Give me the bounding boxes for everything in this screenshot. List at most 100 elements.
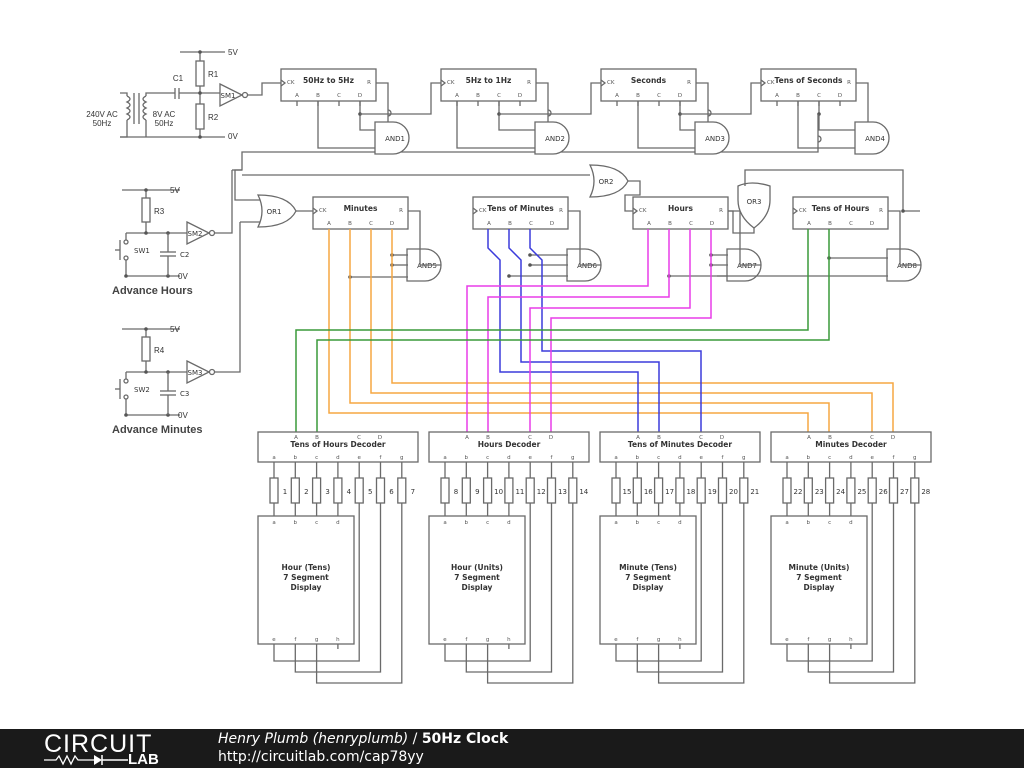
display-pin-label: b xyxy=(465,520,469,526)
decoder-output-label: g xyxy=(571,455,575,461)
circuitlab-logo[interactable]: CIRCUIT LAB xyxy=(44,731,179,767)
pin-r-label: R xyxy=(559,208,563,214)
junction-dot xyxy=(198,91,202,95)
circuit-url-link[interactable]: http://circuitlab.com/cap78yy xyxy=(218,749,424,765)
pin-a-label: A xyxy=(615,93,619,99)
pin-b-label: B xyxy=(636,93,640,99)
wire-crossover xyxy=(547,109,552,117)
schmitt-sm1-label: SM1 xyxy=(221,92,236,100)
author-link[interactable]: Henry Plumb (henryplumb) xyxy=(218,731,409,747)
decoder-output-label: a xyxy=(443,455,446,461)
pin-c-label: C xyxy=(689,221,693,227)
hours-bus-line-b xyxy=(487,229,670,432)
capacitor-label: C2 xyxy=(180,251,189,259)
decoder-output-label: e xyxy=(529,455,533,461)
minutes-bus-line-b xyxy=(349,229,830,432)
display-pin-label: a xyxy=(443,520,446,526)
segment-resistor-label: 15 xyxy=(623,488,632,496)
display-pin-label: e xyxy=(785,637,789,643)
segment-resistor xyxy=(867,477,877,504)
wire xyxy=(125,399,180,416)
hours-bus-line-d xyxy=(550,229,712,432)
pin-c-label: C xyxy=(529,221,533,227)
segment-resistor-label: 20 xyxy=(729,488,738,496)
counter-body xyxy=(792,196,889,230)
display-pin-label: g xyxy=(828,637,832,643)
decoder-body xyxy=(428,431,590,463)
decoder-output-label: g xyxy=(400,455,404,461)
resistor-r2 xyxy=(195,103,205,130)
carry-to-minutes-wire xyxy=(234,114,819,201)
inverter-bubble xyxy=(208,229,216,237)
segment-resistor-label: 12 xyxy=(537,488,546,496)
junction-dot xyxy=(144,231,148,235)
and-input-wire xyxy=(359,101,375,131)
segment-resistor xyxy=(461,477,471,504)
counter-title: Tens of Minutes xyxy=(487,204,554,213)
decoder-output-label: c xyxy=(828,455,831,461)
pin-b-label: B xyxy=(508,221,512,227)
capacitor-c1-label: C1 xyxy=(173,74,184,83)
pin-d-label: D xyxy=(358,93,362,99)
segment-return-wire xyxy=(465,503,553,673)
resistor-label: R3 xyxy=(154,207,165,216)
pin-r-label: R xyxy=(847,80,851,86)
display-pin-label: h xyxy=(507,637,511,643)
segment-resistor xyxy=(611,477,621,504)
segment-resistor xyxy=(632,477,642,504)
circuit-title[interactable]: 50Hz Clock xyxy=(421,731,509,747)
decoder-output-label: b xyxy=(294,455,298,461)
display-label-line: Display xyxy=(291,583,322,592)
and-gate-and2 xyxy=(534,121,570,155)
pin-a-label: A xyxy=(647,221,651,227)
pin-b-label: B xyxy=(668,221,672,227)
pin-r-label: R xyxy=(719,208,723,214)
transformer-secondary-freq: 50Hz xyxy=(155,119,174,128)
or-gate-label: OR1 xyxy=(267,208,282,216)
and-gate-and1 xyxy=(374,121,410,155)
pin-r-label: R xyxy=(399,208,403,214)
and-gate-label: AND1 xyxy=(385,135,405,143)
wire-crossover xyxy=(707,109,712,117)
segment-resistor-label: 27 xyxy=(900,488,909,496)
decoder-output-label: b xyxy=(636,455,640,461)
junction-dot xyxy=(124,413,128,417)
decoder-input-label: A xyxy=(294,435,298,441)
decoder-input-label: C xyxy=(870,435,874,441)
and-input-wire xyxy=(818,101,855,131)
pullup-resistor xyxy=(141,336,151,362)
capacitor-label: C3 xyxy=(180,390,189,398)
pin-r-label: R xyxy=(367,80,371,86)
pin-d-label: D xyxy=(390,221,394,227)
segment-resistor xyxy=(888,477,899,504)
pin-a-label: A xyxy=(487,221,491,227)
display-pin-label: a xyxy=(272,520,275,526)
junction-dot xyxy=(198,50,202,54)
display-pin-label: b xyxy=(636,520,640,526)
pin-d-label: D xyxy=(710,221,714,227)
decoder-output-label: b xyxy=(807,455,811,461)
segment-resistor-label: 23 xyxy=(815,488,824,496)
decoder-input-label: B xyxy=(657,435,661,441)
decoder-body xyxy=(770,431,932,463)
pin-b-label: B xyxy=(828,221,832,227)
decoder-output-label: f xyxy=(551,455,554,461)
rail-5v-label: 5V xyxy=(170,325,180,334)
and-input-wire xyxy=(498,101,535,131)
segment-resistor-label: 3 xyxy=(325,488,329,496)
clock-input-marker xyxy=(280,79,287,87)
advance-output-wire xyxy=(215,222,241,373)
advance-label: Advance Hours xyxy=(112,285,193,297)
segment-resistor-label: 26 xyxy=(879,488,888,496)
resistor-r2-label: R2 xyxy=(208,113,219,122)
logo-text-circuit: CIRCUIT xyxy=(44,730,153,758)
segment-resistor xyxy=(696,477,706,504)
decoder-title: Tens of Minutes Decoder xyxy=(628,440,732,449)
decoder-input-label: D xyxy=(378,435,382,441)
segment-resistor xyxy=(311,477,322,504)
and-gate-label: AND7 xyxy=(737,262,757,270)
wire xyxy=(145,92,175,96)
